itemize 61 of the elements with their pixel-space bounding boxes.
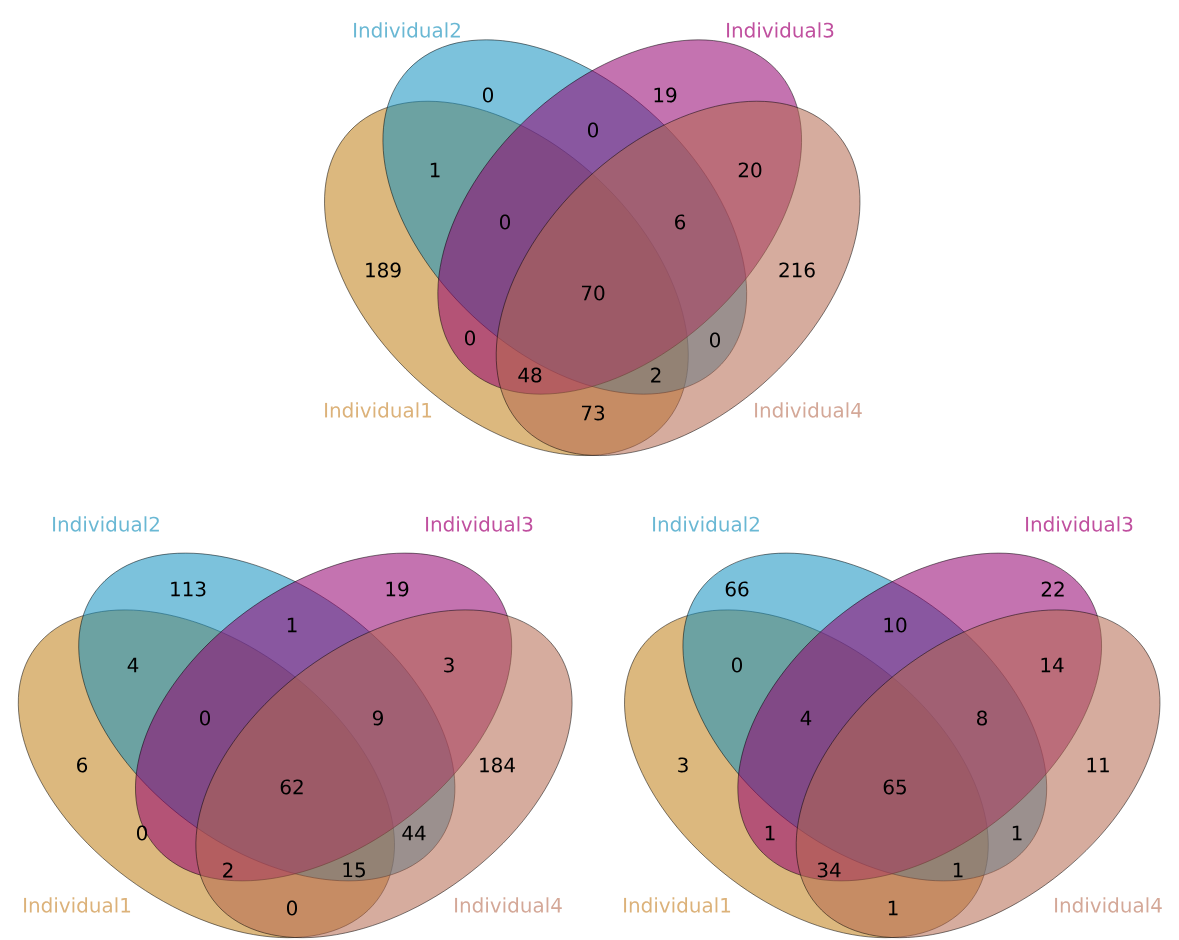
- region-count: 19: [386, 581, 409, 597]
- region-count: 73: [581, 405, 605, 421]
- region-count: 14: [1041, 657, 1064, 673]
- venn-ellipse: [18, 609, 395, 938]
- region-count: 1: [287, 617, 297, 633]
- region-count: 2: [223, 862, 233, 878]
- set-label: Individual1: [624, 897, 731, 913]
- venn-ellipse: [796, 609, 1161, 938]
- region-count: 19: [654, 87, 677, 103]
- region-count: 0: [287, 900, 298, 916]
- region-count: 0: [137, 825, 148, 841]
- region-count: 0: [465, 330, 476, 346]
- venn-ellipse: [195, 609, 573, 938]
- region-count: 113: [171, 581, 206, 597]
- region-count: 15: [343, 862, 365, 878]
- set-label: Individual4: [1055, 897, 1162, 913]
- region-count: 0: [500, 214, 511, 230]
- region-count: 0: [588, 122, 599, 138]
- region-count: 216: [779, 262, 815, 278]
- region-count: 189: [366, 262, 401, 278]
- region-count: 65: [883, 779, 906, 795]
- region-count: 4: [127, 657, 139, 673]
- venn-ellipse: [624, 609, 989, 938]
- set-label: Individual2: [354, 22, 460, 38]
- region-count: 8: [977, 710, 987, 726]
- region-count: 1: [430, 162, 440, 178]
- region-count: 4: [800, 710, 812, 726]
- set-label: Individual4: [755, 402, 862, 418]
- region-count: 6: [77, 757, 88, 773]
- region-count: 48: [518, 367, 542, 383]
- set-label: Individual3: [1026, 516, 1133, 532]
- region-count: 2: [651, 367, 661, 383]
- region-count: 70: [581, 285, 605, 301]
- region-count: 3: [678, 757, 688, 773]
- region-count: 44: [402, 825, 426, 841]
- region-count: 66: [725, 581, 749, 597]
- region-count: 1: [953, 862, 963, 878]
- set-label: Individual2: [653, 516, 759, 532]
- region-count: 10: [884, 617, 907, 633]
- region-count: 9: [372, 710, 383, 726]
- set-label: Individual4: [455, 897, 562, 913]
- set-label: Individual1: [325, 402, 432, 418]
- region-count: 34: [817, 862, 841, 878]
- region-count: 184: [480, 757, 515, 773]
- region-count: 6: [675, 214, 686, 230]
- region-count: 0: [710, 332, 721, 348]
- set-label: Individual2: [53, 516, 159, 532]
- region-count: 0: [732, 657, 743, 673]
- set-label: Individual3: [727, 22, 834, 38]
- set-label: Individual3: [426, 516, 533, 532]
- region-count: 1: [1012, 825, 1022, 841]
- set-label: Individual1: [24, 897, 131, 913]
- region-count: 1: [888, 900, 898, 916]
- region-count: 11: [1087, 757, 1109, 773]
- region-count: 1: [765, 825, 775, 841]
- region-count: 0: [200, 710, 211, 726]
- region-count: 3: [444, 657, 454, 673]
- region-count: 20: [738, 162, 762, 178]
- region-count: 0: [483, 87, 494, 103]
- region-count: 22: [1041, 581, 1064, 597]
- region-count: 62: [280, 779, 303, 795]
